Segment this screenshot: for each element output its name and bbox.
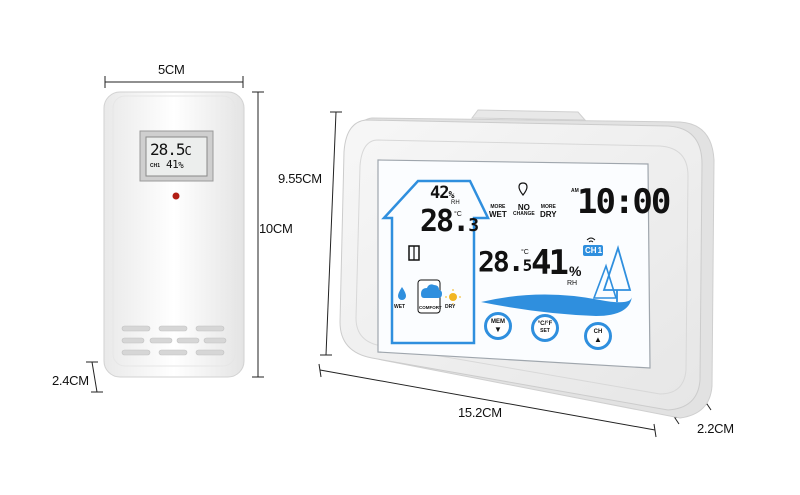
sensor-depth-dimension bbox=[86, 361, 103, 393]
sensor-humidity: 41% bbox=[166, 158, 184, 171]
arrow-up-icon: ▲ bbox=[594, 334, 602, 344]
station-width-label: 15.2CM bbox=[458, 405, 502, 420]
indoor-temp-unit: °C bbox=[454, 211, 462, 218]
outdoor-temp-unit: °C bbox=[521, 249, 529, 256]
trend-more-wet: MORE WET bbox=[489, 204, 507, 219]
station-depth-label: 2.2CM bbox=[697, 421, 734, 436]
channel-badge: CH1 bbox=[585, 246, 603, 255]
comfort-wet-label: WET bbox=[394, 304, 406, 310]
unit-button-label: °C/°F bbox=[537, 321, 553, 327]
sensor-width-label: 5CM bbox=[158, 62, 185, 77]
sensor-depth-label: 2.4CM bbox=[52, 373, 89, 388]
station-height-dimension bbox=[320, 111, 342, 356]
unit-set-button[interactable]: °C/°F SET bbox=[531, 314, 559, 342]
remote-sensor bbox=[103, 91, 245, 378]
mem-button-label: MEM bbox=[491, 318, 505, 325]
clock-am: AM bbox=[571, 188, 579, 194]
comfort-label: COMFORT bbox=[419, 305, 442, 310]
sensor-channel: CH1 bbox=[150, 163, 161, 169]
outdoor-rh-label: RH bbox=[567, 280, 578, 287]
set-button-label: SET bbox=[540, 328, 550, 334]
indoor-humidity: 42% bbox=[430, 183, 455, 203]
clock-time: 10:00 bbox=[577, 182, 671, 222]
water-drop-icon bbox=[398, 287, 406, 300]
outdoor-humidity-unit: % bbox=[569, 263, 582, 279]
comfort-dry-label: DRY bbox=[445, 304, 456, 310]
sensor-temperature: 28.5C bbox=[150, 140, 192, 159]
outdoor-temperature: 28.5 bbox=[478, 245, 532, 278]
sensor-height-dimension bbox=[252, 91, 264, 378]
station-height-label: 9.55CM bbox=[278, 171, 322, 186]
arrow-down-icon: ▼ bbox=[494, 324, 502, 334]
outdoor-humidity: 41 bbox=[531, 243, 569, 283]
indoor-rh-label: RH bbox=[451, 200, 460, 206]
trend-more-dry: MORE DRY bbox=[540, 204, 557, 219]
ch-button-label: CH bbox=[593, 328, 603, 335]
station-width-dimension bbox=[318, 363, 657, 438]
trend-no-change: NO CHANGE bbox=[513, 203, 535, 218]
sensor-width-dimension bbox=[104, 76, 244, 88]
sensor-height-label: 10CM bbox=[259, 221, 293, 236]
ch-button[interactable]: CH ▲ bbox=[584, 322, 612, 350]
mem-button[interactable]: MEM ▼ bbox=[484, 312, 512, 340]
indoor-temperature: 28.3 bbox=[420, 204, 479, 239]
